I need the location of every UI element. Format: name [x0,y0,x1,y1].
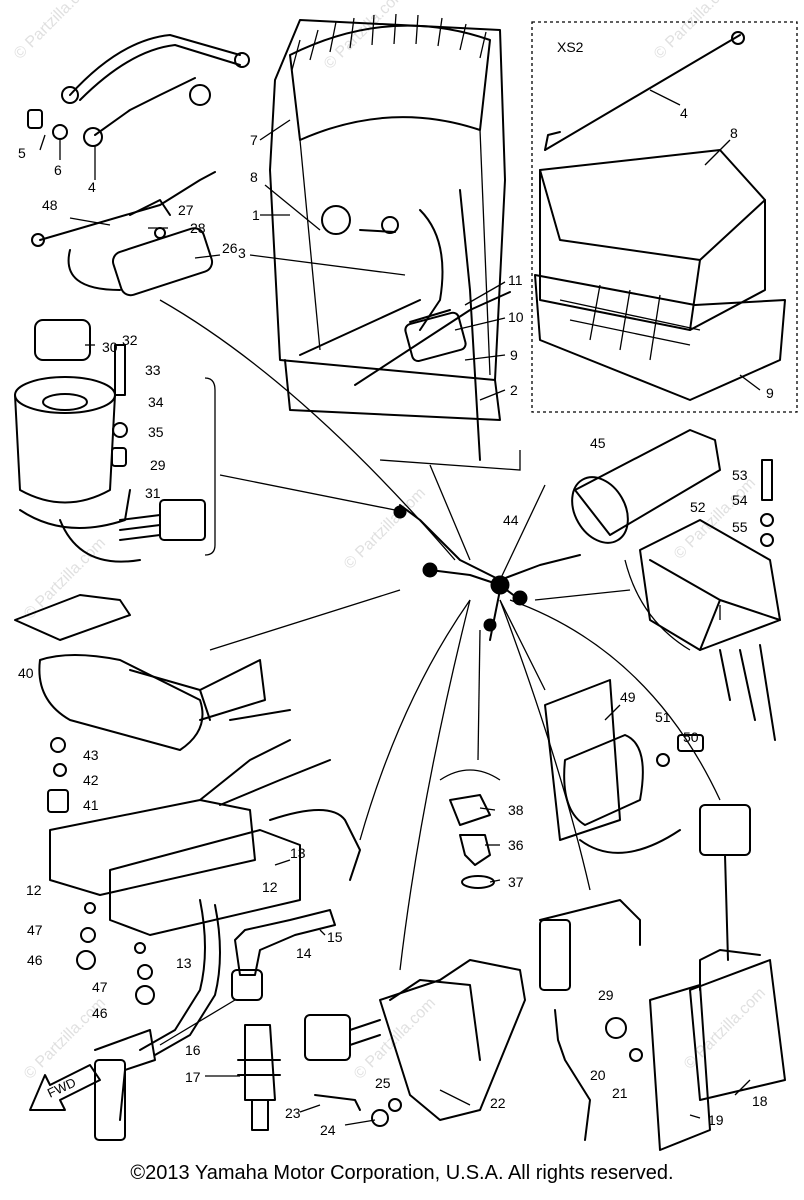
callout-17: 17 [185,1069,201,1085]
cdi-unit-assembly [605,804,786,1151]
callout-3: 3 [238,245,246,261]
callout-48: 48 [42,197,58,213]
spark-plug-assembly [94,909,336,1141]
callout-6: 6 [54,162,62,178]
callout-20: 20 [590,1067,606,1083]
callout-9: 9 [766,385,774,401]
lead-wire-assembly [31,171,216,297]
callout-4: 4 [680,105,688,121]
callout-51: 51 [655,709,671,725]
stop-switch-assembly [539,899,641,1141]
callout-24: 24 [320,1122,336,1138]
callout-46: 46 [92,1005,108,1021]
watermark: © Partzilla.com [351,995,439,1083]
callout-29: 29 [598,987,614,1003]
callout-44: 44 [503,512,519,528]
regulator-assembly [624,459,781,741]
callout-52: 52 [690,499,706,515]
watermark: © Partzilla.com [651,0,739,63]
leader-lines [39,89,761,1126]
callout-14: 14 [296,945,312,961]
callout-15: 15 [327,929,343,945]
callout-11: 11 [508,272,523,288]
callout-34: 34 [148,394,164,410]
battery-cable-assembly [27,34,250,147]
neutral-switch-assembly [439,769,501,889]
callout-35: 35 [148,424,164,440]
wire-harness-44 [159,299,721,971]
callout-9: 9 [510,347,518,363]
callout-50: 50 [683,729,699,745]
battery-assembly [269,13,511,461]
callout-2: 2 [510,382,518,398]
callout-12: 12 [262,879,278,895]
callout-47: 47 [92,979,108,995]
callout-21: 21 [612,1085,628,1101]
callout-38: 38 [508,802,524,818]
callout-numbers: 1 2 3 4 4 5 6 7 8 8 9 9 10 11 12 12 13 1… [18,105,774,1138]
callout-13: 13 [176,955,192,971]
variant-label: XS2 [557,39,584,55]
callout-22: 22 [490,1095,506,1111]
callout-13: 13 [290,845,306,861]
horn-bracket-assembly [14,594,291,813]
callout-28: 28 [190,220,206,236]
condenser [571,429,721,544]
callout-8: 8 [730,125,738,141]
copyright-notice: ©2013 Yamaha Motor Corporation, U.S.A. A… [130,1162,674,1184]
watermark: © Partzilla.com [341,485,429,573]
callout-31: 31 [145,485,161,501]
callout-32: 32 [122,332,138,348]
callout-25: 25 [375,1075,391,1091]
ignition-coil-assembly [49,739,361,1056]
watermark: © Partzilla.com [11,0,99,63]
callout-10: 10 [508,309,524,325]
bracket-assembly [304,959,526,1127]
xs2-variant-box: XS2 [531,21,798,413]
main-switch-assembly [14,319,216,563]
callout-40: 40 [18,665,34,681]
callout-29: 29 [150,457,166,473]
callout-53: 53 [732,467,748,483]
callout-16: 16 [185,1042,201,1058]
callout-42: 42 [83,772,99,788]
starter-relay-assembly [544,679,704,854]
callout-12: 12 [26,882,42,898]
callout-33: 33 [145,362,161,378]
callout-54: 54 [732,492,748,508]
callout-8: 8 [250,169,258,185]
callout-1: 1 [252,207,260,223]
callout-23: 23 [285,1105,301,1121]
direction-label: FWD [45,1075,78,1101]
callout-47: 47 [27,922,43,938]
callout-7: 7 [250,132,258,148]
callout-4: 4 [88,179,96,195]
callout-43: 43 [83,747,99,763]
callout-18: 18 [752,1093,768,1109]
callout-41: 41 [83,797,99,813]
callout-46: 46 [27,952,43,968]
callout-27: 27 [178,202,194,218]
callout-45: 45 [590,435,606,451]
callout-36: 36 [508,837,524,853]
callout-49: 49 [620,689,636,705]
callout-26: 26 [222,240,238,256]
callout-30: 30 [102,339,118,355]
callout-19: 19 [708,1112,724,1128]
callout-55: 55 [732,519,748,535]
watermark: © Partzilla.com [21,535,109,623]
callout-37: 37 [508,874,524,890]
callout-5: 5 [18,145,26,161]
